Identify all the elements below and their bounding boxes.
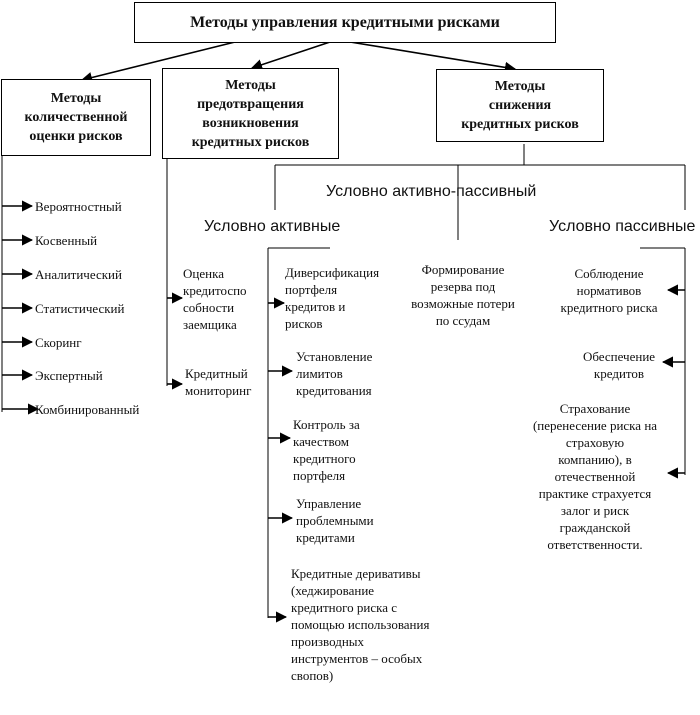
active-item: Диверсификация портфеля кредитов и риско… — [285, 265, 380, 331]
prevent-item: Кредитный мониторинг — [185, 366, 252, 398]
passive-item: Страхование (перенесение риска на страхо… — [532, 401, 658, 552]
active-item: Кредитные деривативы (хеджирование креди… — [291, 566, 430, 683]
group-active-passive: Условно активно-пассивный — [326, 183, 537, 200]
arrow-title-to-quant — [80, 41, 236, 84]
quant-item: Комбинированный — [35, 402, 140, 417]
prevent-methods-box: Методы предотвращения возникновения кред… — [162, 68, 339, 159]
active-passive-item: Формирование резерва под возможные потер… — [411, 262, 515, 328]
quant-item: Косвенный — [35, 233, 98, 248]
active-item: Управление проблемными кредитами — [296, 496, 374, 545]
passive-item: Соблюдение нормативов кредитного риска — [560, 266, 658, 315]
title-box: Методы управления кредитными рисками — [134, 2, 556, 43]
reduce-methods-label: Методы снижения кредитных рисков — [461, 79, 579, 132]
quant-item: Аналитический — [35, 267, 122, 282]
group-passive: Условно пассивные — [549, 218, 696, 235]
quant-item: Вероятностный — [35, 199, 122, 214]
passive-item: Обеспечение кредитов — [582, 349, 656, 381]
active-item: Установление лимитов кредитования — [296, 349, 373, 398]
quant-item: Скоринг — [35, 335, 82, 350]
arrow-title-to-reduce — [349, 41, 517, 73]
quant-item: Экспертный — [35, 368, 103, 383]
group-active: Условно активные — [204, 218, 341, 235]
quant-methods-box: Методы количественной оценки рисков — [1, 79, 151, 156]
quant-methods-label: Методы количественной оценки рисков — [24, 91, 128, 144]
active-item: Контроль за качеством кредитного портфел… — [293, 417, 360, 483]
prevent-item: Оценка кредитоспо собности заемщика — [183, 266, 247, 332]
reduce-methods-box: Методы снижения кредитных рисков — [436, 69, 604, 142]
quant-item: Статистический — [35, 301, 125, 316]
arrow-title-to-prevent — [250, 41, 331, 71]
prevent-methods-label: Методы предотвращения возникновения кред… — [191, 77, 310, 150]
title-text: Методы управления кредитными рисками — [190, 13, 500, 31]
